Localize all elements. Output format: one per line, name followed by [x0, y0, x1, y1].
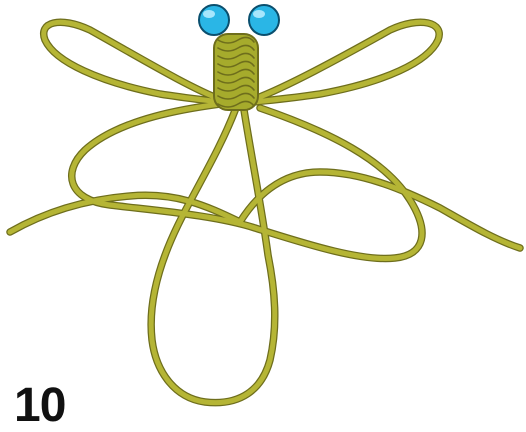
- left-eye-bead: [199, 5, 229, 35]
- step-number: 10: [14, 382, 65, 430]
- dragonfly-knot-diagram: [0, 0, 526, 413]
- right-upper-wing-loop: [252, 22, 439, 102]
- left-upper-wing-loop: [44, 22, 222, 102]
- knotted-body: [214, 34, 258, 110]
- eye-beads: [199, 5, 279, 35]
- right-eye-bead: [249, 5, 279, 35]
